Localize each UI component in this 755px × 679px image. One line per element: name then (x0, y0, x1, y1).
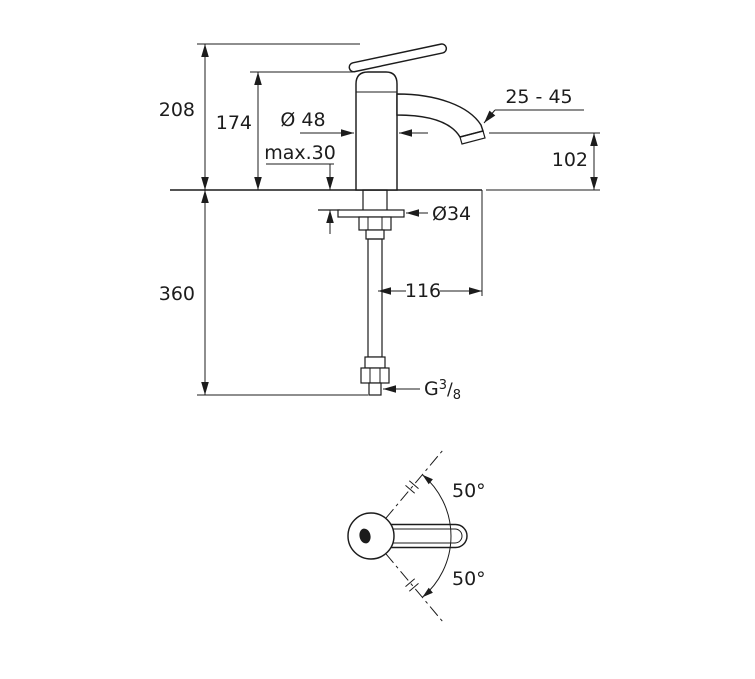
faucet-lever (348, 43, 448, 73)
dim-label-208: 208 (159, 99, 195, 121)
front-view-dimensions: 208 174 Ø 48 max.30 25 - 45 102 Ø34 116 (159, 43, 600, 403)
dim-label-116: 116 (405, 280, 441, 302)
dim-label-thread: G3/8 (424, 378, 461, 403)
dim-label-hole-diameter: Ø34 (432, 203, 471, 225)
hose-nut (360, 367, 390, 384)
front-view (170, 43, 486, 396)
range-leader-arrow (483, 109, 496, 124)
faucet-body (355, 71, 398, 191)
thread-numerator: 3 (439, 378, 447, 393)
dim-label-102: 102 (552, 149, 588, 171)
top-view: 50° 50° (347, 449, 486, 623)
mounting-nut (358, 216, 392, 231)
dim-label-174: 174 (216, 112, 252, 134)
angle-arc (422, 474, 452, 598)
mounting-nut-facets (367, 217, 383, 230)
hose-tip (368, 382, 382, 396)
arc-arrowhead-upper (422, 474, 433, 485)
hose-nut-facets (369, 368, 381, 383)
dim-label-aerator-range: 25 - 45 (505, 86, 572, 108)
tick-marks-lower (405, 578, 419, 592)
aerator (459, 130, 486, 145)
arc-arrowhead-lower (422, 587, 433, 598)
hose-crimp (364, 356, 386, 369)
spout-top-view-dot (359, 528, 371, 544)
supply-hose-braid (367, 238, 383, 358)
dim-label-body-diameter: Ø 48 (280, 109, 325, 131)
thread-prefix: G (424, 378, 439, 400)
body-top-view (347, 512, 395, 560)
hose-adapter (365, 229, 385, 240)
thread-denominator: 8 (453, 388, 461, 403)
tick-marks-upper (405, 480, 419, 494)
washer-plate (337, 209, 405, 218)
angle-label-lower: 50° (452, 568, 486, 590)
dim-label-max-thickness: max.30 (264, 142, 336, 164)
angle-label-upper: 50° (452, 480, 486, 502)
faucet-spout (396, 93, 484, 138)
lever-shape (348, 43, 448, 73)
dim-label-360: 360 (159, 283, 195, 305)
thread-slash: / (447, 380, 453, 400)
